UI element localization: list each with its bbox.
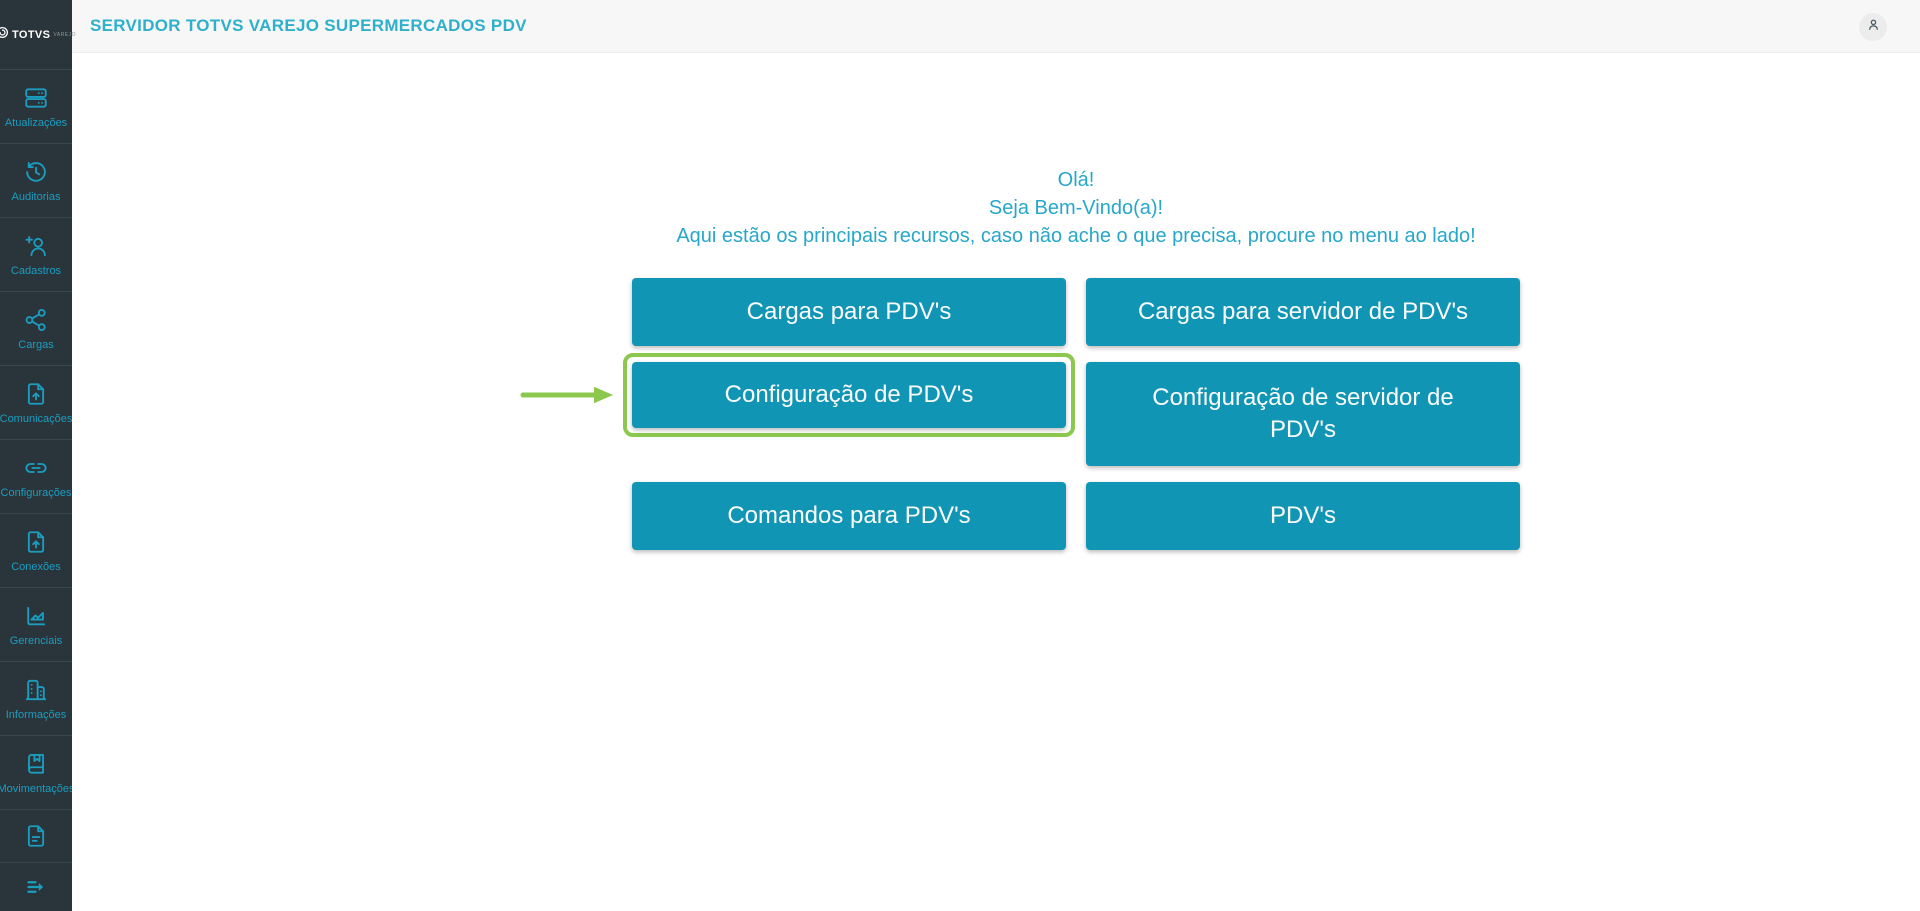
user-avatar-button[interactable] <box>1859 13 1887 41</box>
link-icon <box>23 455 49 481</box>
welcome-line-1: Olá! <box>1057 169 1095 191</box>
welcome-line-3: Aqui estão os principais recursos, caso … <box>676 225 1476 247</box>
main-content: Olá! Seja Bem-Vindo(a)! Aqui estão os pr… <box>72 54 1920 911</box>
highlight-arrow-icon <box>520 384 615 406</box>
sidebar-item-label: Informações <box>5 708 67 721</box>
sidebar-item-gerenciais[interactable]: Gerenciais <box>0 588 72 662</box>
cargas-para-pdvs-button[interactable]: Cargas para PDV's <box>632 278 1066 346</box>
person-icon <box>1866 17 1881 37</box>
cargas-para-servidor-de-pdvs-button[interactable]: Cargas para servidor de PDV's <box>1086 278 1520 346</box>
logo-brand-text: TOTVS <box>11 28 51 41</box>
pdvs-button[interactable]: PDV's <box>1086 482 1520 550</box>
sidebar-item-label: Conexões <box>11 560 61 573</box>
sidebar: TOTVS VAREJO Atualizações Auditorias <box>0 0 76 911</box>
sidebar-item-conexoes[interactable]: Conexões <box>0 514 72 588</box>
sidebar-item-label: Configurações <box>0 486 72 499</box>
comandos-para-pdvs-button[interactable]: Comandos para PDV's <box>632 482 1066 550</box>
book-icon <box>23 751 49 777</box>
highlight-border: Configuração de PDV's <box>520 353 1075 437</box>
configuracao-de-servidor-de-pdvs-button[interactable]: Configuração de servidor de PDV's <box>1086 362 1520 466</box>
sidebar-item-configuracoes[interactable]: Configurações <box>0 440 72 514</box>
share-icon <box>23 307 49 333</box>
sidebar-item-label: Cadastros <box>10 264 62 277</box>
sidebar-item-cadastros[interactable]: Cadastros <box>0 218 72 292</box>
server-icon <box>23 85 49 111</box>
sidebar-item-informacoes[interactable]: Informações <box>0 662 72 736</box>
welcome-message: Olá! Seja Bem-Vindo(a)! Aqui estão os pr… <box>232 166 1920 250</box>
sidebar-item-movimentacoes[interactable]: Movimentações <box>0 736 72 810</box>
sidebar-item-atualizacoes[interactable]: Atualizações <box>0 70 72 144</box>
person-add-icon <box>23 233 49 259</box>
chart-icon <box>23 603 49 629</box>
sidebar-item-label: Gerenciais <box>9 634 63 647</box>
totvs-logo-icon <box>0 26 9 44</box>
sidebar-item-auditorias[interactable]: Auditorias <box>0 144 72 218</box>
file-upload-icon <box>23 529 49 555</box>
configuracao-de-pdvs-button[interactable]: Configuração de PDV's <box>632 362 1066 428</box>
app-logo[interactable]: TOTVS VAREJO <box>0 0 76 70</box>
sidebar-item-label: Cargas <box>18 338 54 351</box>
document-icon <box>23 823 49 849</box>
page-title: SERVIDOR TOTVS VAREJO SUPERMERCADOS PDV <box>90 16 527 35</box>
welcome-line-2: Seja Bem-Vindo(a)! <box>988 197 1164 219</box>
top-header: SERVIDOR TOTVS VAREJO SUPERMERCADOS PDV <box>72 0 1920 53</box>
sidebar-item-comunicacoes[interactable]: Comunicações <box>0 366 72 440</box>
logo-sub-text: VAREJO <box>53 31 77 38</box>
logout-icon <box>23 874 49 900</box>
sidebar-item-label: Comunicações <box>0 412 72 425</box>
sidebar-item-label: Auditorias <box>11 190 61 203</box>
sidebar-collapse-button[interactable] <box>0 863 72 911</box>
shortcut-button-grid: Cargas para PDV's Cargas para servidor d… <box>520 278 1520 550</box>
history-icon <box>23 159 49 185</box>
building-icon <box>23 677 49 703</box>
file-upload-icon <box>23 381 49 407</box>
sidebar-item-label: Movimentações <box>0 782 72 795</box>
sidebar-item-documentos[interactable] <box>0 810 72 863</box>
sidebar-item-label: Atualizações <box>4 116 68 129</box>
sidebar-item-cargas[interactable]: Cargas <box>0 292 72 366</box>
